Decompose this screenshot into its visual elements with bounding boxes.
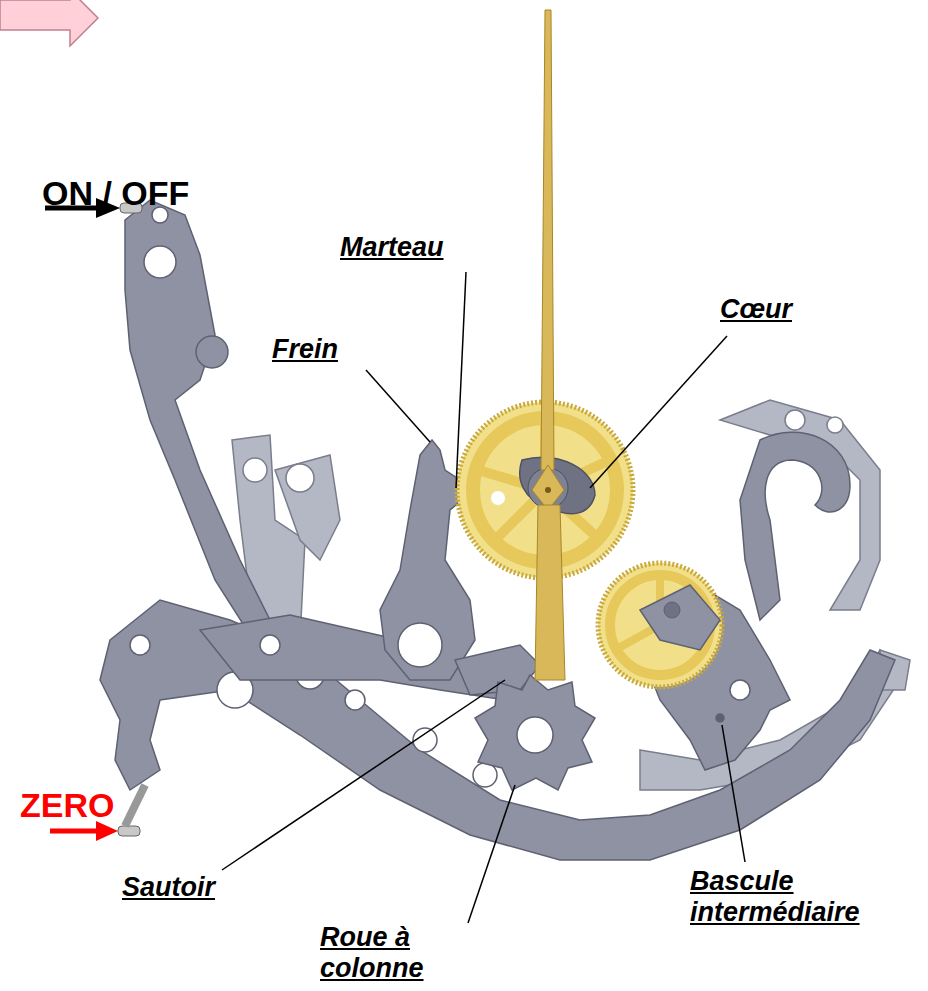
control-label: ON / OFF [42,174,189,213]
part-label: Bascule intermédiaire [690,866,890,928]
part-label: Sautoir [122,872,215,903]
gold-wheel [457,402,722,687]
pusher [118,203,145,836]
part-label: Frein [272,334,338,365]
chronograph-hand [532,10,565,680]
control-label: ZERO [20,786,114,825]
input-arrow [45,198,120,841]
leader-line [222,272,745,923]
column-wheel [475,675,595,790]
arrow-symbol [0,0,98,46]
part-label: Roue à colonne [320,922,445,984]
part-label: Cœur [720,294,792,325]
lever-group [100,200,895,860]
part-label: Marteau [340,232,444,263]
